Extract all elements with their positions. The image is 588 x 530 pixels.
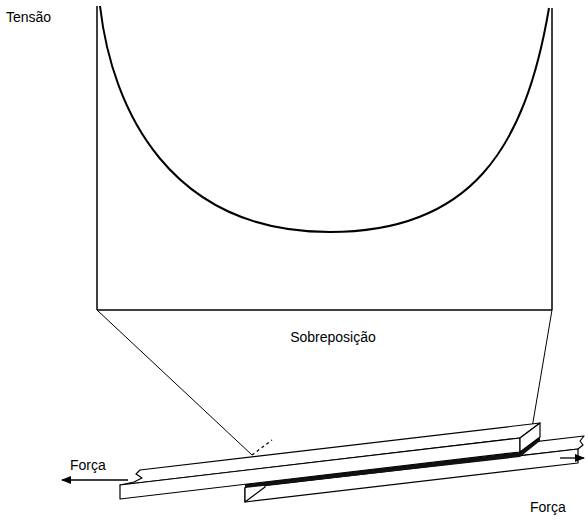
- axis-label: Tensão: [6, 10, 51, 25]
- stress-graph: [97, 6, 552, 310]
- axis-label: Sobreposição: [290, 330, 376, 345]
- force-label: Força: [530, 500, 566, 515]
- force-arrows: [62, 458, 584, 480]
- top-plate: [120, 423, 540, 499]
- force-label: Força: [70, 458, 106, 473]
